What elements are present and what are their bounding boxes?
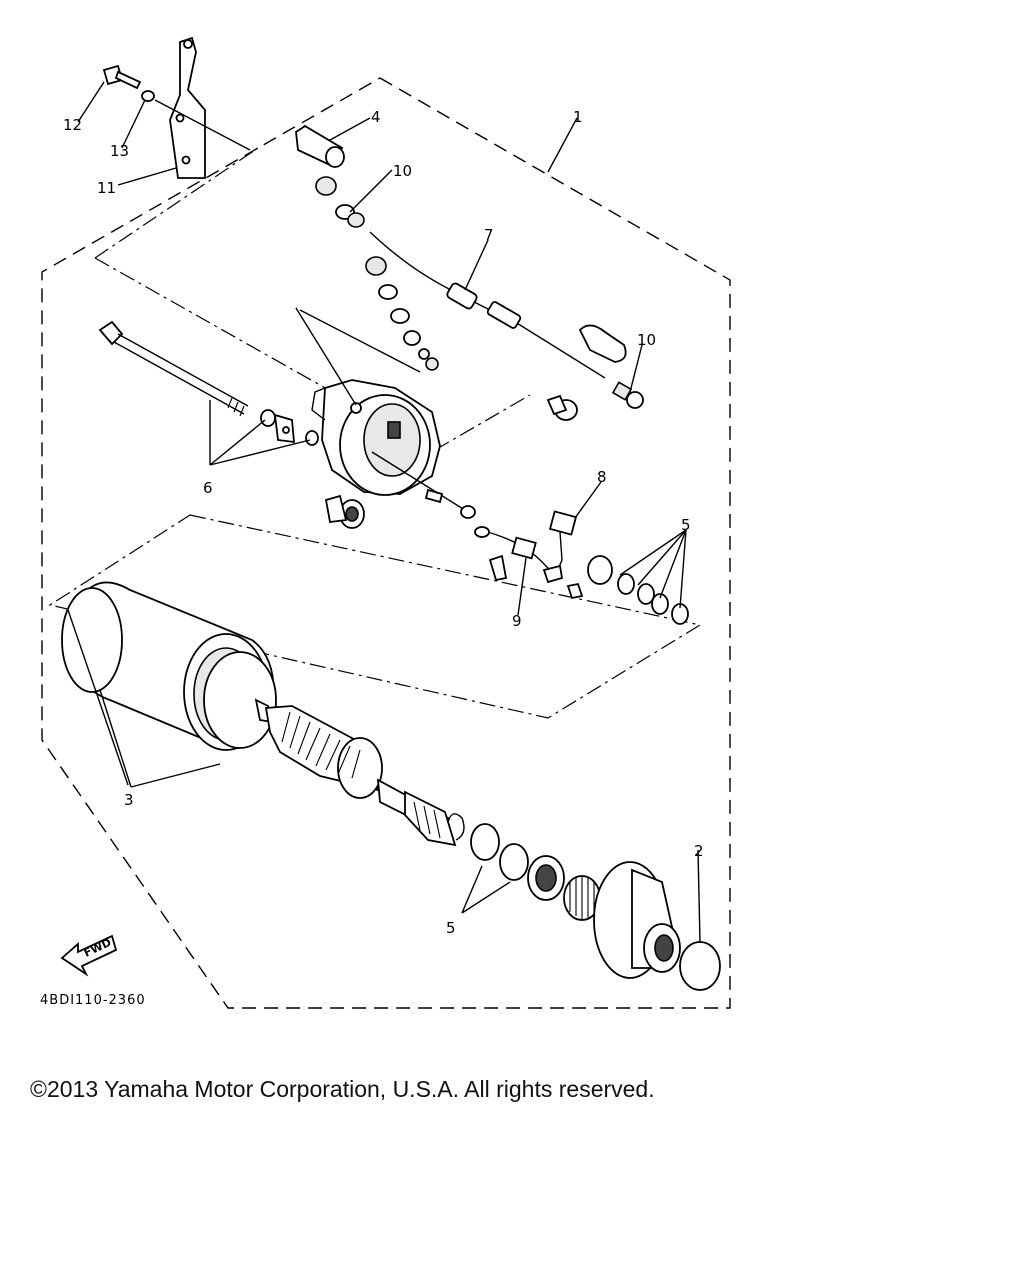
terminal-cap-part: [295, 124, 345, 168]
callout-label: 11: [97, 179, 116, 197]
brush-part: [548, 510, 578, 536]
yoke-part: [61, 581, 277, 751]
washer-part: [499, 843, 529, 881]
callout-label: 2: [694, 842, 704, 860]
terminal-nut-part: [611, 381, 644, 409]
forward-arrow-icon: FWD: [60, 934, 118, 977]
callout-label: 10: [637, 331, 656, 349]
callout-label: 10: [393, 162, 412, 180]
nut-part: [347, 212, 365, 228]
rubber-boot-part: [578, 324, 627, 363]
through-bolt-part: [98, 320, 249, 417]
diagram-reference-code: 4BDI110-2360: [40, 993, 146, 1008]
callout-label: 3: [124, 791, 134, 809]
starting-motor-exploded-diagram: 1 2 3 4 5 5 6 7 8 9 10 10 11 12 13 FWD 4…: [40, 36, 731, 1009]
brush-group-boundary: [48, 514, 702, 719]
brush-part: [324, 494, 365, 529]
armature-part: [254, 698, 457, 847]
washer-part: [470, 823, 500, 861]
callout-label: 4: [371, 108, 381, 126]
callout-label: 5: [446, 919, 456, 937]
o-ring-part: [679, 941, 721, 991]
brush-part: [511, 536, 537, 560]
snap-ring-part: [447, 813, 465, 841]
callout-label: 12: [63, 116, 82, 134]
bracket-part: [169, 36, 206, 179]
assembly-boundary: [41, 77, 731, 1009]
bolt-part: [102, 64, 142, 90]
end-cover-part: [311, 379, 441, 496]
callout-label: 8: [597, 468, 607, 486]
callout-label: 7: [484, 226, 494, 244]
callout-label: 1: [573, 108, 583, 126]
copyright-notice: ©2013 Yamaha Motor Corporation, U.S.A. A…: [30, 1076, 655, 1102]
washer-part: [141, 90, 155, 102]
callout-label: 5: [681, 516, 691, 534]
lead-wire-part: [369, 231, 606, 379]
callout-label: 9: [512, 612, 522, 630]
nut-part: [315, 176, 337, 196]
front-cover-part: [593, 861, 681, 979]
callout-label: 13: [110, 142, 129, 160]
callout-label: 6: [203, 479, 213, 497]
